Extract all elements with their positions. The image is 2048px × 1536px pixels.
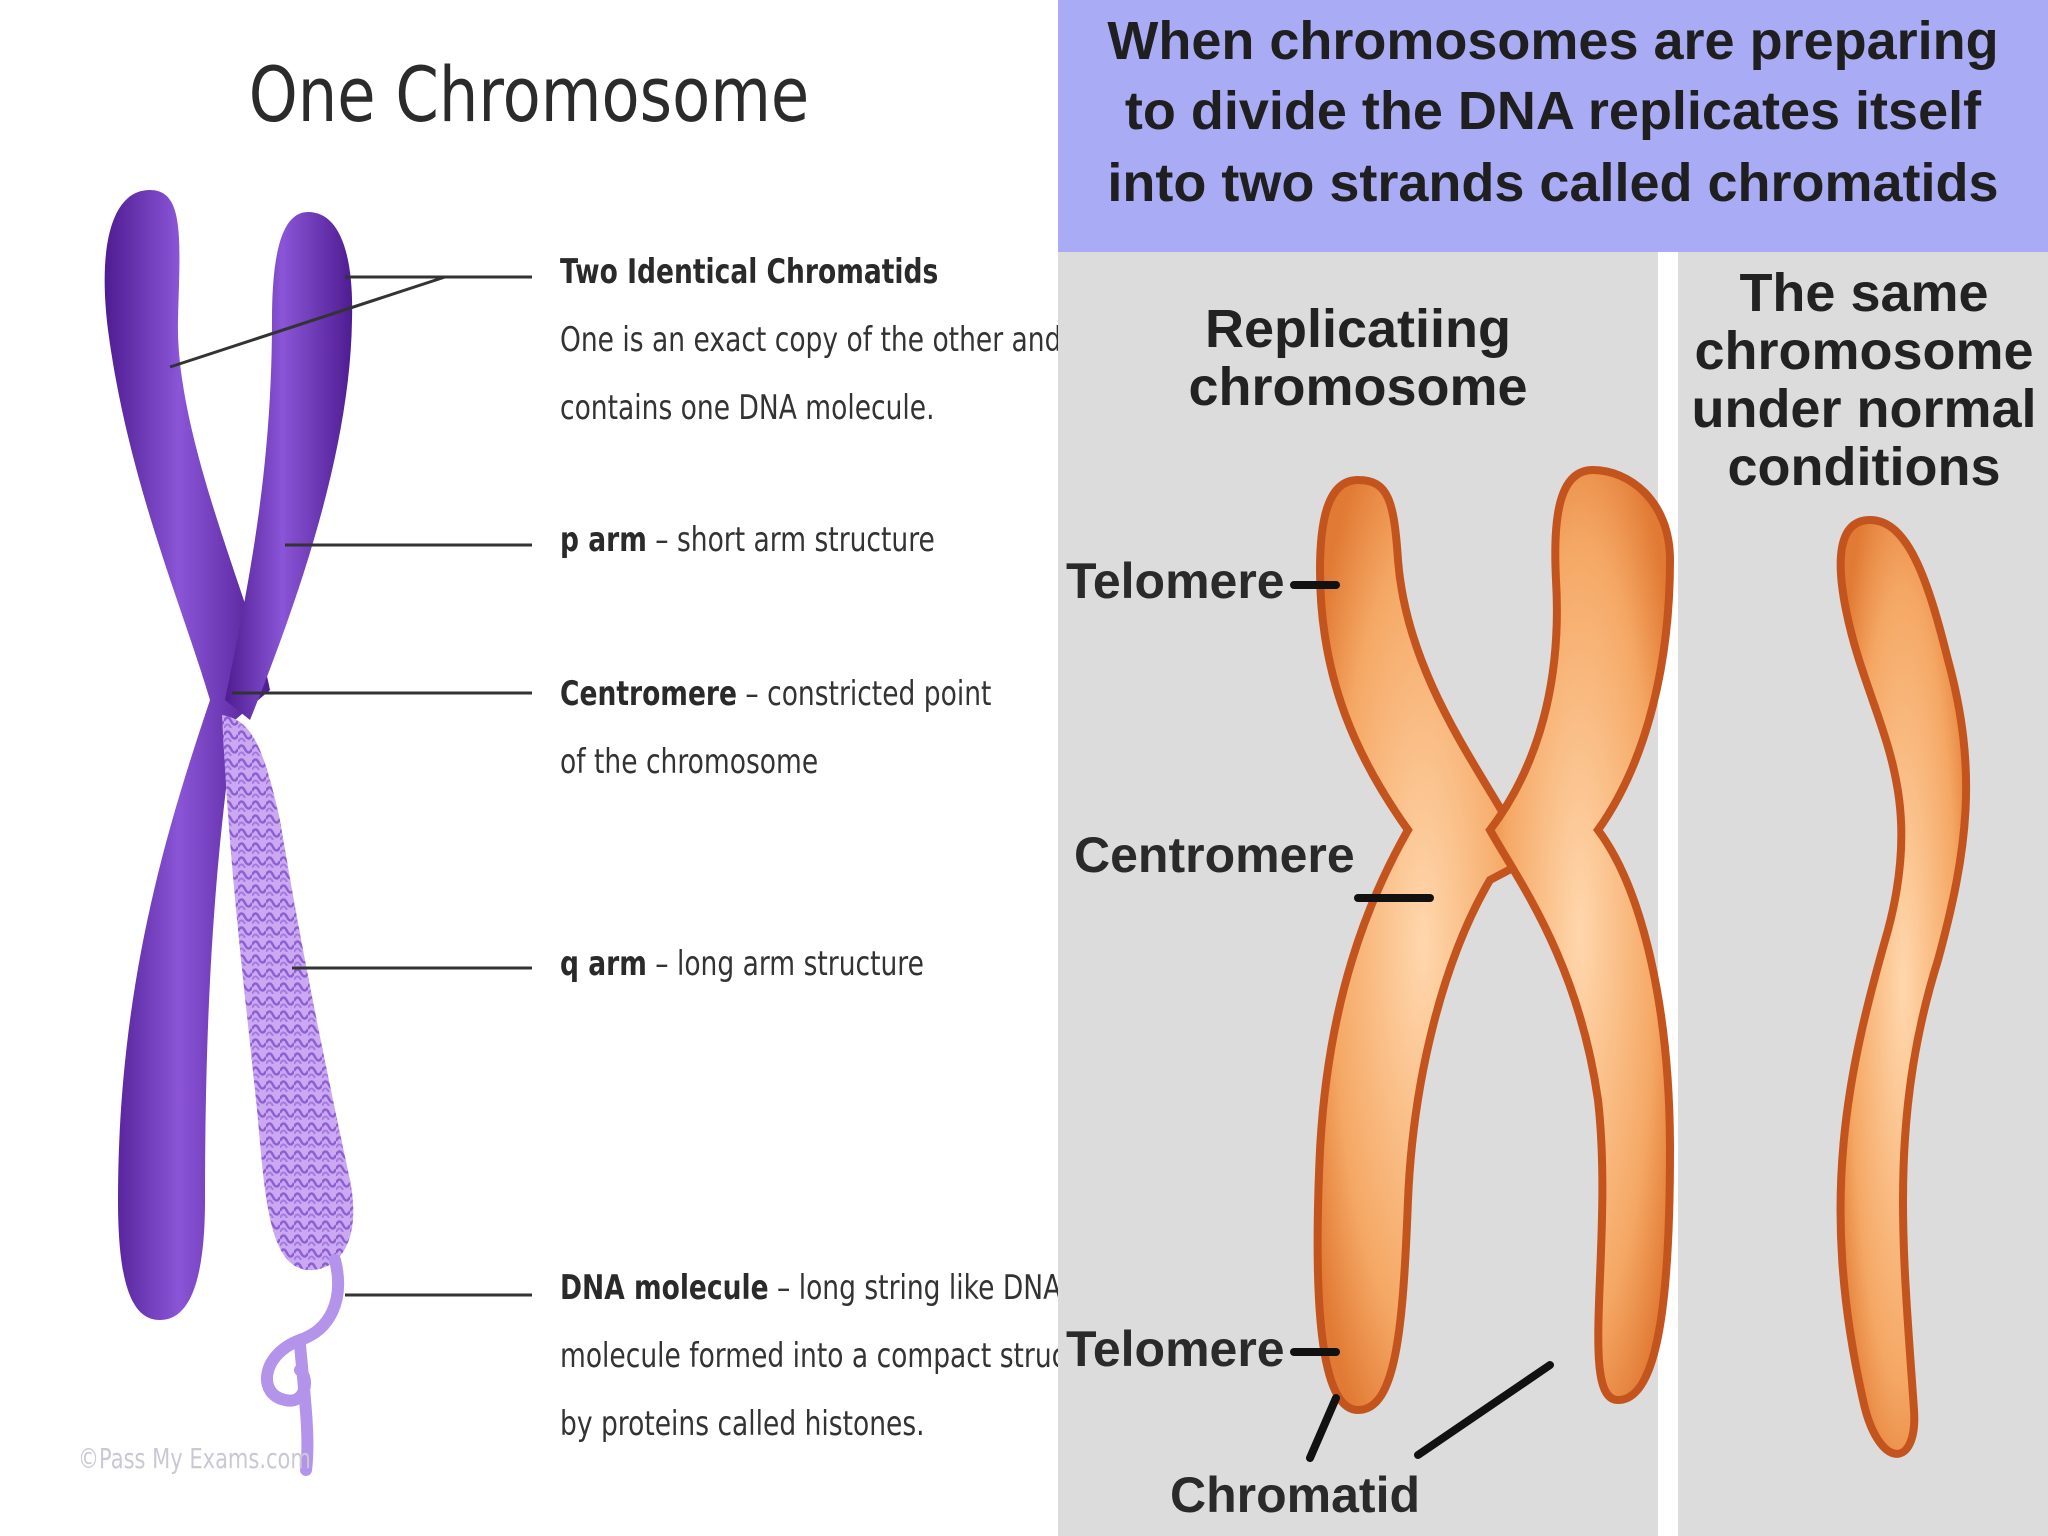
right-panel: When chromosomes are preparing to divide… [1058,0,2048,1536]
label-centromere-right: Centromere [1074,827,1355,883]
left-panel: One Chromosome [78,50,1134,1476]
left-title: One Chromosome [248,50,810,139]
header-line-3: into two strands called chromatids [1107,153,1999,213]
replication-diagram [1290,465,1971,1462]
header-line-1: When chromosomes are preparing [1107,11,1999,71]
label-centromere-left: Centromere – constricted point of the ch… [560,674,992,782]
header-band: When chromosomes are preparing to divide… [1058,0,2048,252]
label-chromatid: Chromatid [1170,1467,1420,1523]
normal-chromosome [1836,515,1971,1458]
col1-heading: Replicatiing chromosome [1188,299,1528,417]
label-q-arm: q arm – long arm structure [560,944,924,984]
chromosome-illustration [104,190,532,1476]
copyright-text: ©Pass My Exams.com [78,1442,311,1475]
col2-heading: The same chromosome under normal conditi… [1691,263,2037,497]
label-p-arm: p arm – short arm structure [560,520,935,560]
label-dna-molecule: DNA molecule – long string like DNA mole… [560,1268,1121,1444]
dna-tail [261,1254,345,1476]
dna-coil [222,715,354,1270]
replicating-chromatid-right [1485,465,1675,1405]
label-chromatids: Two Identical Chromatids One is an exact… [560,252,1134,428]
replicating-chromatid-left [1313,475,1534,1415]
header-line-2: to divide the DNA replicates itself [1124,81,1982,141]
right-leader-lines [1290,581,1554,1462]
label-telomere-bottom: Telomere [1066,1321,1285,1377]
label-telomere-top: Telomere [1066,553,1285,609]
left-chromatid [104,190,270,1320]
right-chromatid-upper [225,212,353,720]
leader-lines [169,275,532,1297]
